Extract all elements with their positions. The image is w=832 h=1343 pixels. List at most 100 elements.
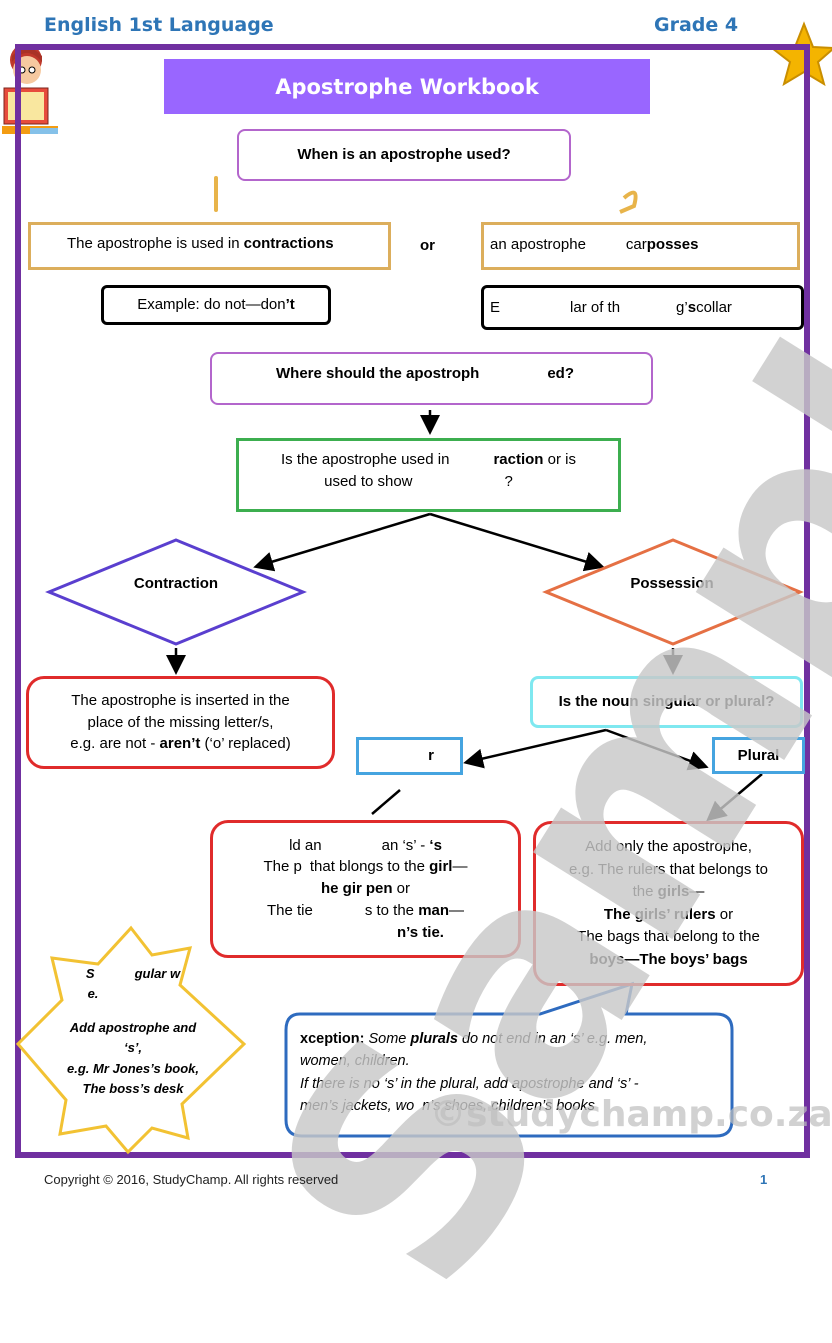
contraction-rule-box: The apostrophe is inserted in the place … xyxy=(26,676,335,769)
possession-box: an apostrophe car posses xyxy=(481,222,800,270)
singular-line2-mid: that b xyxy=(309,858,348,876)
singular-line4-bold: man xyxy=(418,901,450,919)
possession-mid: car xyxy=(625,236,647,253)
singular-line4-end: — xyxy=(449,901,465,919)
possession-diamond-label: Possession xyxy=(630,575,714,592)
or-label: or xyxy=(420,237,435,254)
star-note-line2: e. xyxy=(87,986,99,1002)
singular-line1-mid: an ‘s’ - xyxy=(381,836,430,854)
singular-line5-bold: n’s tie. xyxy=(397,923,444,941)
question-where-text: Where should the apostroph xyxy=(276,364,480,382)
inserted-line3-prefix: e.g. are not - xyxy=(70,735,160,753)
singular-line1-prefix: ld an xyxy=(289,836,322,854)
example-possession-suffix: g’ xyxy=(676,298,688,316)
example-possession-prefix: E xyxy=(490,298,501,316)
example-contraction-text: Example: do not—don xyxy=(137,296,286,314)
example-contraction-bold: ’t xyxy=(285,296,295,314)
exception-line4: men’s jackets, wo n’s shoes, children’s b… xyxy=(300,1095,720,1117)
singular-line4-mid: s to the xyxy=(364,901,419,919)
page-number: 1 xyxy=(760,1172,768,1187)
page-title: Apostrophe Workbook xyxy=(164,59,650,114)
singular-line4-prefix: The tie xyxy=(266,901,313,919)
q3-line1-prefix: Is the apostrophe used in xyxy=(281,451,450,469)
question-where-suffix: ed? xyxy=(547,364,575,382)
possession-text: an apostrophe xyxy=(490,236,586,253)
question-contraction-or-possession: Is the apostrophe used in raction or is u… xyxy=(236,438,621,512)
q3-line2: used to show? xyxy=(324,471,513,493)
q3-line1: Is the apostrophe used in raction or is xyxy=(281,449,576,471)
q3-line1-bold: raction xyxy=(493,451,544,469)
example-possession-bold: s xyxy=(687,298,697,316)
flowchart-connectors xyxy=(15,176,804,1155)
inserted-line2: place of the missing letter/s, xyxy=(87,713,274,731)
exception-bold: xception: xyxy=(300,1031,365,1047)
exception-line2: women, children. xyxy=(300,1053,410,1070)
example-possession-end: collar xyxy=(696,298,732,316)
contraction-diamond-label: Contraction xyxy=(133,575,219,592)
plural-line6: boys—The boys’ bags xyxy=(589,950,748,968)
singular-line2-suffix: longs to the xyxy=(347,858,430,876)
plural-line3-suffix: — xyxy=(689,883,705,900)
contractions-box: The apostrophe is used in contractions xyxy=(28,222,391,270)
q3-line1-suffix: or is xyxy=(543,451,576,469)
star-note-gap xyxy=(48,1004,218,1018)
plural-line2: e.g. The rulers that belongs to xyxy=(568,860,768,878)
plural-line3-bold: girls xyxy=(657,883,690,900)
singular-label: r xyxy=(428,747,434,765)
inserted-line3: e.g. are not - aren’t (‘o’ replaced) xyxy=(70,733,290,755)
inserted-line1: The apostrophe is inserted in the xyxy=(71,691,290,709)
plural-line4: The girls’ rulers or xyxy=(604,904,733,927)
page-frame xyxy=(15,44,810,1158)
singular-line1-bold: ‘s xyxy=(429,836,442,854)
noun-question-box: Is the noun singular or plural? xyxy=(530,676,803,728)
star-note-line4: ‘s’, xyxy=(123,1040,143,1056)
star-note-line1-b: gular w xyxy=(134,966,181,981)
contractions-text: The apostrophe is used in xyxy=(67,235,240,252)
star-note-line6: The boss’s desk xyxy=(82,1080,184,1096)
plural-line3: the girls— xyxy=(633,881,705,904)
question-where-placed: Where should the apostroph ed? xyxy=(210,352,653,405)
plural-label: Plural xyxy=(737,746,780,764)
star-note-line5: e.g. Mr Jones’s book, xyxy=(67,1060,199,1076)
inserted-line3-suffix: (‘o’ replaced) xyxy=(200,735,291,753)
singular-rule-box: ld an an ‘s’ - ‘s The p that blongs to the… xyxy=(210,820,521,958)
contractions-bold: contractions xyxy=(243,235,334,252)
exception-line1-it: Some xyxy=(364,1031,411,1047)
site-watermark: ©studychamp.co.za xyxy=(430,1094,832,1135)
plural-line4-bold: The girls’ rulers xyxy=(603,905,716,923)
singular-line2-bold: girl xyxy=(429,858,453,876)
subject-label: English 1st Language xyxy=(44,14,274,36)
singular-line2-prefix: The p xyxy=(263,858,302,876)
exception-line1-end: do not end in an ‘s’ e.g. men, xyxy=(457,1031,648,1047)
q3-line2-text: used to show xyxy=(324,473,413,490)
plural-rule-box: Add only the apostrophe, e.g. The rulers… xyxy=(533,821,804,986)
plural-box: Plural xyxy=(712,737,805,774)
question-when-used: When is an apostrophe used? xyxy=(237,129,571,181)
plural-line1: Add only the apostrophe, xyxy=(585,838,752,855)
copyright-footer: Copyright © 2016, StudyChamp. All rights… xyxy=(44,1172,339,1187)
plural-line5: The bags that belong to the xyxy=(577,928,760,945)
singular-line5: n’s tie. xyxy=(397,922,444,944)
star-note-line1-a: S xyxy=(85,966,95,981)
singular-line3-bold: he gir xyxy=(320,880,362,898)
example-possession-mid: lar of th xyxy=(570,298,621,316)
possession-bold: posses xyxy=(646,236,699,253)
plural-line3-prefix: the xyxy=(632,883,658,900)
singular-line4: The tie s to the man— xyxy=(267,900,464,922)
exception-line1-bold: plurals xyxy=(410,1031,458,1047)
grade-label: Grade 4 xyxy=(654,14,739,36)
star-note-line3: Add apostrophe and xyxy=(69,1020,197,1036)
exception-line4-a: men’s jackets, wo xyxy=(300,1098,415,1115)
example-contraction: Example: do not—don’t xyxy=(101,285,331,325)
exception-line3: If there is no ‘s’ in the plural, add ap… xyxy=(300,1075,639,1092)
q3-line2-end: ? xyxy=(504,473,513,490)
exception-line1: xception: Some plurals do not end in an … xyxy=(300,1028,720,1050)
inserted-line3-bold: aren’t xyxy=(159,735,201,753)
singular-line3-mid: pen xyxy=(365,880,393,898)
singular-line3-end: or xyxy=(392,880,411,898)
exception-line4-b: n’s shoes, children’s books xyxy=(422,1098,595,1115)
